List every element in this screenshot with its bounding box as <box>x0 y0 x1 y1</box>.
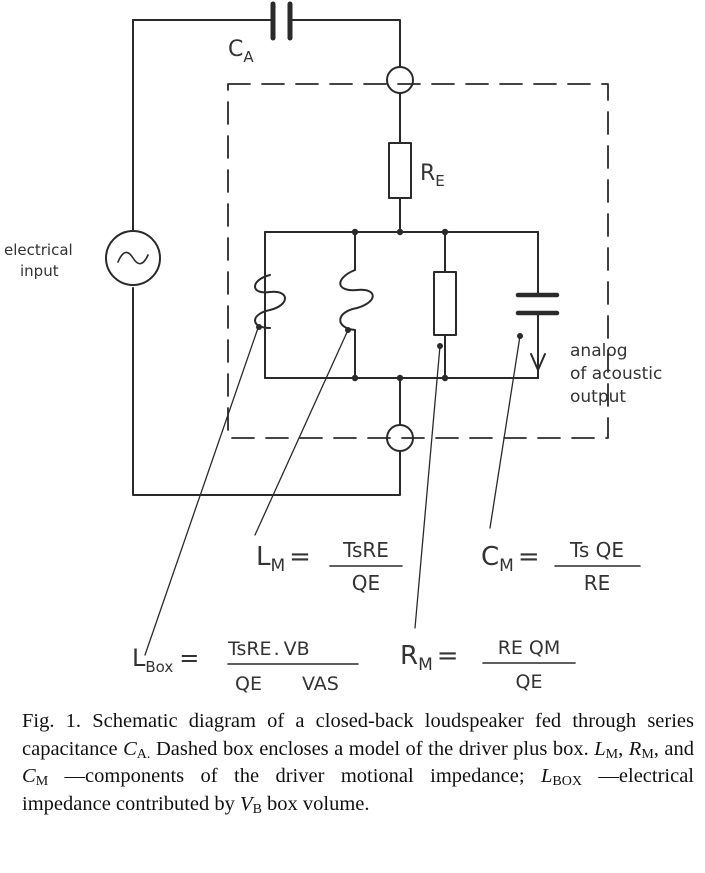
re-label: RE <box>420 161 445 190</box>
lm-formula-lhs: LM= <box>256 542 311 576</box>
leader-tip <box>345 327 351 333</box>
dashed-box-enclosure <box>227 83 609 439</box>
junction-dot <box>351 374 359 382</box>
cm-formula-lhs: CM= <box>481 542 540 576</box>
electrical-input-label-line1: electrical <box>4 241 73 259</box>
resistor-re <box>388 142 412 199</box>
lbox-formula-numerator: TsRE.VB <box>227 638 310 660</box>
ca-label: CA <box>228 37 254 66</box>
sine-wave-icon <box>117 251 149 265</box>
leader-tip <box>437 343 443 349</box>
leader-tip <box>517 333 523 339</box>
junction-dot <box>396 374 404 382</box>
leader-lbox <box>144 327 259 656</box>
leader-rm <box>414 345 441 629</box>
electrical-input-label-line2: input <box>20 262 59 280</box>
junction-dot <box>441 228 449 236</box>
analog-label-line2: of acoustic <box>570 364 662 384</box>
lm-formula-denominator: QE <box>352 571 380 595</box>
rm-formula-lhs: RM= <box>400 641 459 675</box>
terminal-top <box>386 66 414 94</box>
analog-label-line1: analog <box>570 341 628 361</box>
junction-dot <box>396 228 404 236</box>
inductor-lbox <box>254 274 286 329</box>
inductor-lm <box>339 269 374 331</box>
cm-formula-numerator: Ts QE <box>569 538 624 562</box>
wire-top <box>132 19 401 67</box>
leader-cm <box>489 335 521 529</box>
lm-formula-numerator: TsRE <box>342 538 389 562</box>
ac-source <box>105 230 161 286</box>
junction-dot <box>441 374 449 382</box>
rm-formula-denominator: QE <box>516 671 543 693</box>
output-arrow <box>530 342 546 371</box>
schematic-diagram: CA RE electrical input analog of acousti… <box>4 1 662 695</box>
resistor-rm <box>433 271 457 336</box>
lbox-formula-lhs: LBox= <box>132 644 199 676</box>
leader-lm <box>254 329 349 536</box>
cm-formula-denominator: RE <box>584 571 611 595</box>
analog-label-line3: output <box>570 387 626 407</box>
figure-caption: Fig. 1. Schematic diagram of a closed-ba… <box>22 710 695 817</box>
wire-left <box>132 19 401 496</box>
junction-dot <box>351 228 359 236</box>
rm-formula-numerator: RE QM <box>498 637 561 659</box>
leader-tip <box>256 324 262 330</box>
